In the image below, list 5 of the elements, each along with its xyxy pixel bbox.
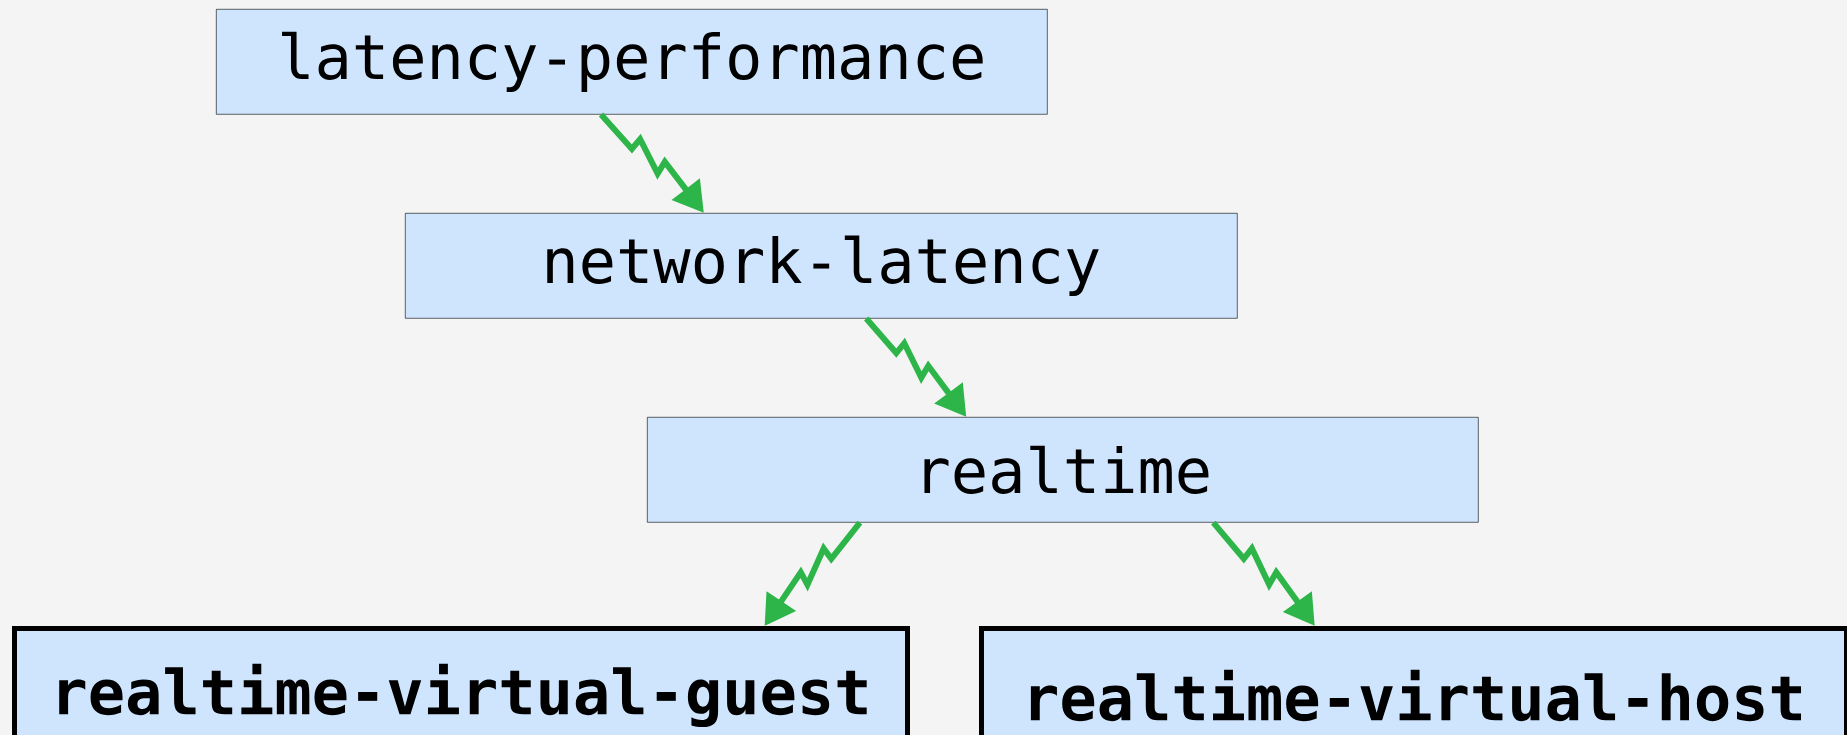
profile-box: realtime-virtual-host — [979, 626, 1847, 735]
profile-box: latency-performance — [216, 9, 1048, 115]
profile-box: realtime-virtual-guest — [12, 626, 910, 735]
profile-box: realtime — [647, 417, 1479, 523]
profile-box: network-latency — [405, 213, 1238, 319]
